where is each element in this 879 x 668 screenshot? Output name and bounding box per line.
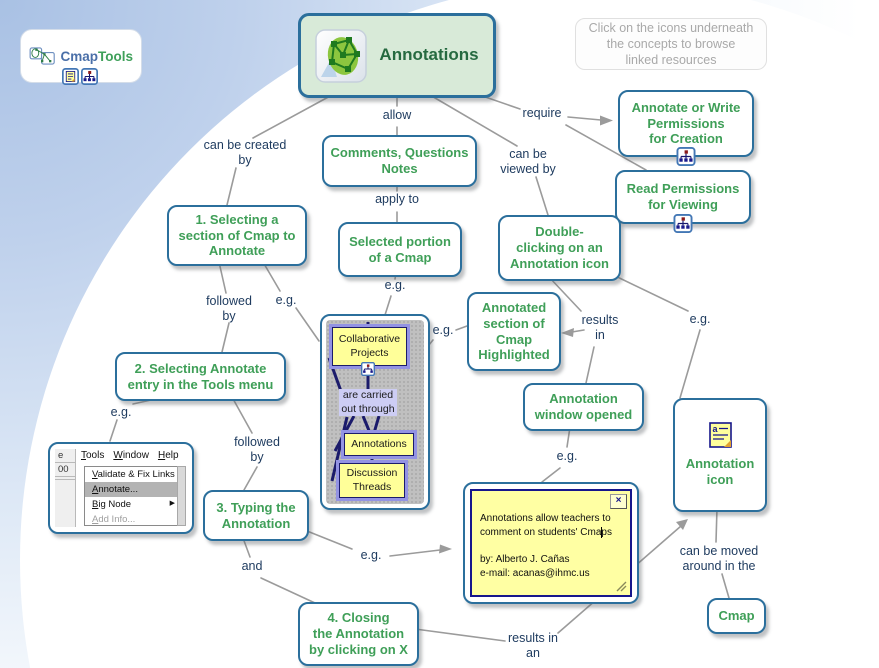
- menu-item-add-info: Add Info...: [92, 514, 136, 525]
- linking-phrase-eg-2: e.g.: [275, 293, 297, 307]
- tools-menu-screenshot: e 00 Tools Window Help Validate & Fix Li…: [48, 442, 194, 534]
- linking-phrase-eg-4: e.g.: [110, 405, 132, 419]
- linking-phrase-eg-1: e.g.: [384, 278, 406, 292]
- menu-window[interactable]: Window: [113, 450, 149, 461]
- close-icon[interactable]: ×: [610, 494, 627, 509]
- mini-concept-collaborative-projects[interactable]: Collaborative Projects: [332, 327, 407, 366]
- linking-phrase-followed-by-1: followed by: [206, 294, 252, 324]
- annotation-note-icon: a: [708, 422, 732, 448]
- concept-cmap[interactable]: Cmap: [707, 598, 766, 634]
- annotation-author: by: Alberto J. Cañas e-mail: acanas@ihmc…: [480, 554, 590, 579]
- linking-phrase-can-be-created-by: can be created by: [203, 138, 287, 168]
- menu-help[interactable]: Help: [157, 450, 179, 461]
- concept-label: Annotate or Write Permissions for Creati…: [631, 99, 741, 147]
- annotation-note-inner: × Annotations allow teachers to comment …: [470, 489, 632, 597]
- edge-text-top: e: [55, 449, 75, 463]
- linking-phrase-can-be-moved: can be moved around in the: [679, 544, 759, 574]
- menu-item-annotate[interactable]: Annotate...: [85, 482, 178, 497]
- arrowheads: [439, 115, 688, 554]
- linking-phrase-and: and: [241, 559, 263, 573]
- concept-selecting-section[interactable]: 1. Selecting a section of Cmap to Annota…: [167, 205, 307, 266]
- menu-tools[interactable]: Tools: [81, 450, 105, 461]
- concept-annotated-section-highlighted[interactable]: Annotated section of Cmap Highlighted: [467, 292, 561, 371]
- svg-text:a: a: [712, 424, 718, 434]
- concept-double-clicking[interactable]: Double- clicking on an Annotation icon: [498, 215, 621, 281]
- linking-phrase-require: require: [522, 106, 562, 120]
- sitemap-resource-icon[interactable]: [676, 147, 696, 166]
- concept-label: Annotation icon: [685, 456, 755, 487]
- mini-concept-annotations[interactable]: Annotations: [344, 433, 414, 456]
- menu-window-edge: e 00: [55, 449, 76, 527]
- linking-phrase-apply-to: apply to: [375, 192, 419, 206]
- annotation-text[interactable]: Annotations allow teachers to comment on…: [480, 513, 612, 538]
- linking-phrase-results-in-an: results in an: [507, 631, 559, 661]
- instruction-box: Click on the icons underneath the concep…: [575, 18, 767, 70]
- sitemap-resource-icon[interactable]: [673, 214, 693, 233]
- concept-typing-annotation[interactable]: 3. Typing the Annotation: [203, 490, 309, 541]
- concept-comments-questions-notes[interactable]: Comments, Questions Notes: [322, 135, 477, 187]
- linking-phrase-eg-6: e.g.: [360, 548, 382, 562]
- concept-annotation-icon[interactable]: a Annotation icon: [673, 398, 767, 512]
- cmaptools-logo-icon: [29, 47, 55, 65]
- tools-dropdown: Validate & Fix Links ... Annotate... Big…: [84, 466, 186, 526]
- text-caret: [601, 527, 602, 538]
- annotations-app-icon: [315, 28, 368, 83]
- menu-item-label: Big Node: [92, 499, 132, 510]
- concept-label: Read Permissions for Viewing: [626, 181, 740, 212]
- linking-phrase-allow: allow: [382, 108, 412, 122]
- sitemap-resource-icon[interactable]: [81, 68, 98, 85]
- mini-linking-phrase-carried-out: are carried out through: [339, 389, 397, 416]
- linking-phrase-results-in: results in: [581, 313, 619, 343]
- note-resource-icon[interactable]: [62, 68, 79, 85]
- linking-phrase-followed-by-2: followed by: [234, 435, 280, 465]
- concept-selecting-annotate-menu[interactable]: 2. Selecting Annotate entry in the Tools…: [115, 352, 286, 401]
- linking-phrase-can-be-viewed-by: can be viewed by: [500, 147, 556, 177]
- concept-annotation-window-opened[interactable]: Annotation window opened: [523, 383, 644, 431]
- concept-selected-portion[interactable]: Selected portion of a Cmap: [338, 222, 462, 277]
- linking-phrase-eg-3: e.g.: [432, 323, 454, 337]
- menu-bar: Tools Window Help: [81, 450, 179, 461]
- cmaptools-logo-text: CmapTools: [60, 48, 133, 64]
- linking-phrase-eg-5: e.g.: [556, 449, 578, 463]
- concept-annotate-write-permissions[interactable]: Annotate or Write Permissions for Creati…: [618, 90, 754, 166]
- concept-closing-annotation[interactable]: 4. Closing the Annotation by clicking on…: [298, 602, 419, 666]
- resize-grip[interactable]: [616, 581, 627, 592]
- edge-blank: [55, 477, 75, 480]
- submenu-arrow-icon: ▶: [169, 500, 175, 507]
- root-label: Annotations: [379, 45, 479, 65]
- menu-scrollbar[interactable]: [177, 466, 186, 526]
- menu-item-validate[interactable]: Validate & Fix Links ...: [92, 469, 186, 480]
- cmaptools-logo: CmapTools: [20, 29, 142, 83]
- concept-annotations-root[interactable]: Annotations: [298, 13, 496, 98]
- logo-resource-icons: [62, 68, 98, 85]
- concept-read-permissions[interactable]: Read Permissions for Viewing: [615, 170, 751, 233]
- menu-item-big-node[interactable]: Big Node ▶: [85, 497, 178, 512]
- annotation-note-window: × Annotations allow teachers to comment …: [463, 482, 639, 604]
- mini-cmap-screenshot[interactable]: Collaborative Projects are carried out t…: [320, 314, 430, 510]
- edge-text-mid: 00: [55, 463, 75, 477]
- linking-phrase-eg-7: e.g.: [689, 312, 711, 326]
- mini-concept-discussion-threads[interactable]: Discussion Threads: [339, 463, 405, 498]
